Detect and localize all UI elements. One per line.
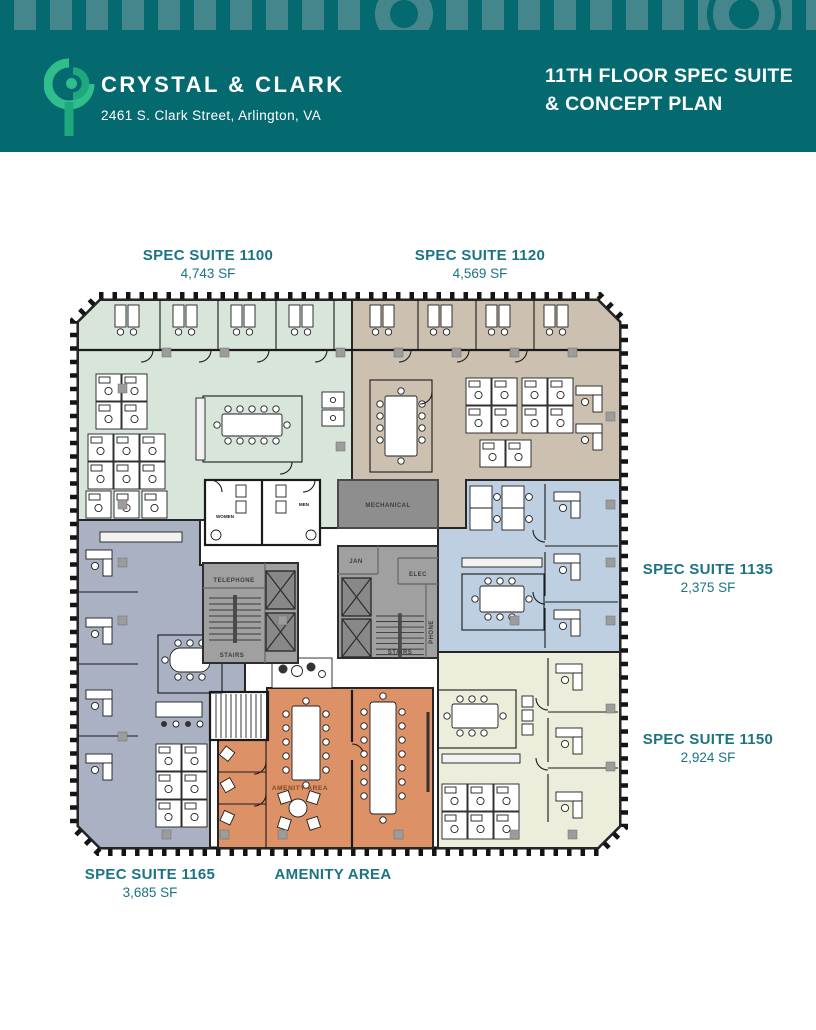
label-suite-1165: SPEC SUITE 1165 3,685 SF [50, 866, 250, 900]
room-label-mechanical: MECHANICAL [365, 503, 410, 509]
restrooms: WOMEN MEN [203, 478, 322, 547]
furniture-suite-1150 [437, 658, 618, 840]
room-label-stairs-right: STAIRS [388, 650, 413, 656]
brand-address: 2461 S. Clark Street, Arlington, VA [101, 108, 322, 123]
fire-stair [208, 690, 270, 742]
page-title: 11TH FLOOR SPEC SUITE & CONCEPT PLAN [545, 62, 793, 118]
floor-plan: AMENITY AREA WOMEN MEN MECHANICAL TEL [70, 292, 628, 856]
room-label-women: WOMEN [216, 514, 235, 519]
room-label-telephone: TELEPHONE [213, 578, 254, 584]
amenity-floor-label: AMENITY AREA [272, 785, 328, 792]
decorative-stripe-band [0, 0, 816, 30]
furniture-suite-1120 [369, 304, 603, 473]
crystal-clark-logo-icon [44, 58, 95, 136]
core-right: JAN ELEC STAIRS PHONE [337, 545, 439, 659]
mechanical-room: MECHANICAL [337, 479, 439, 529]
room-label-stairs-left: STAIRS [220, 653, 245, 659]
suite-1100-area: 4,743 SF [180, 266, 236, 281]
suite-1120-name: SPEC SUITE 1120 [414, 247, 546, 264]
label-suite-1150: SPEC SUITE 1150 2,924 SF [618, 731, 798, 765]
suite-1150-area: 2,924 SF [680, 750, 736, 765]
suite-1165-name: SPEC SUITE 1165 [84, 866, 216, 883]
suite-1100-name: SPEC SUITE 1100 [142, 247, 274, 264]
core-left: TELEPHONE STAIRS [202, 562, 299, 664]
label-suite-1135: SPEC SUITE 1135 2,375 SF [618, 561, 798, 595]
page-title-line1: 11TH FLOOR SPEC SUITE [545, 65, 793, 87]
suite-1150-name: SPEC SUITE 1150 [642, 731, 774, 748]
header: CRYSTAL & CLARK 2461 S. Clark Street, Ar… [0, 0, 816, 152]
structural-columns [117, 347, 616, 840]
suite-1165-area: 3,685 SF [122, 885, 178, 900]
room-label-elec: ELEC [409, 572, 427, 578]
page-title-line2: & CONCEPT PLAN [545, 93, 723, 115]
label-amenity-area: AMENITY AREA [233, 866, 433, 883]
elevator-icon [341, 577, 372, 617]
amenity-area-name: AMENITY AREA [274, 866, 392, 883]
furniture-amenity-area: AMENITY AREA [218, 657, 430, 848]
elevator-icon [265, 570, 296, 610]
label-suite-1100: SPEC SUITE 1100 4,743 SF [108, 247, 308, 281]
room-label-phone: PHONE [429, 620, 435, 644]
room-label-men: MEN [299, 502, 310, 507]
suite-1135-area: 2,375 SF [680, 580, 736, 595]
furniture-suite-1100 [85, 304, 345, 519]
label-suite-1120: SPEC SUITE 1120 4,569 SF [380, 247, 580, 281]
furniture-suite-1135 [461, 484, 618, 648]
brand-name: CRYSTAL & CLARK [101, 72, 345, 97]
room-label-jan: JAN [349, 559, 363, 565]
furniture-suite-1165 [78, 531, 223, 828]
suite-1120-area: 4,569 SF [452, 266, 508, 281]
suite-1135-name: SPEC SUITE 1135 [642, 561, 774, 578]
elevator-icon [341, 618, 372, 658]
